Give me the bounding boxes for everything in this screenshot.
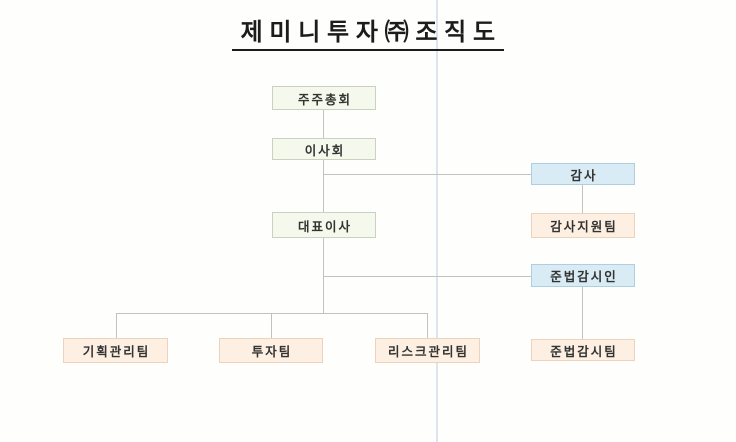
org-node-planning-team: 기획관리팀: [63, 338, 168, 363]
connector-bus-risk: [427, 313, 428, 338]
connector-ceo-complianceofficer: [323, 276, 531, 277]
org-node-risk-team: 리스크관리팀: [375, 338, 480, 363]
connector-board-auditor: [323, 174, 531, 175]
page-title: 제미니투자㈜조직도: [232, 12, 504, 51]
connector-shareholders-board: [323, 110, 324, 138]
connector-board-ceo: [323, 160, 324, 212]
org-node-shareholders: 주주총회: [272, 86, 376, 110]
org-node-auditor: 감사: [531, 163, 635, 185]
connector-ceo-bus: [323, 238, 324, 313]
title-wrap: 제미니투자㈜조직도: [0, 12, 736, 51]
org-node-compliance-team: 준법감시팀: [531, 339, 635, 361]
connector-auditor-auditsupport: [582, 185, 583, 213]
connector-bus-investment: [271, 313, 272, 338]
org-node-ceo: 대표이사: [272, 212, 376, 238]
org-node-board: 이사회: [272, 138, 376, 160]
org-node-investment-team: 투자팀: [219, 338, 323, 363]
scan-fold-line: [436, 0, 438, 442]
connector-bus-horizontal: [116, 313, 428, 314]
connector-bus-planning: [116, 313, 117, 338]
org-node-compliance-officer: 준법감시인: [531, 264, 635, 287]
connector-complianceofficer-complianceteam: [582, 287, 583, 339]
org-node-audit-support-team: 감사지원팀: [531, 213, 635, 238]
